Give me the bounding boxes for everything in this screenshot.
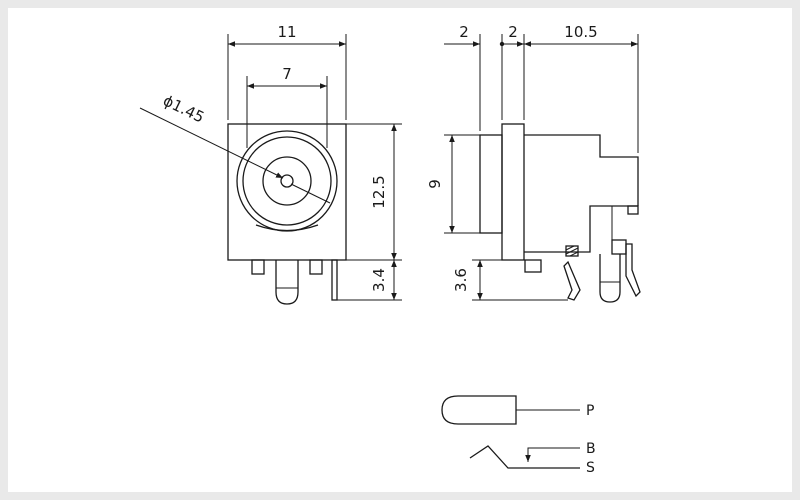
label-p: P — [586, 403, 594, 419]
dim-pin-height-label: 3.4 — [370, 268, 388, 292]
side-pin-right — [625, 243, 641, 298]
lead-s — [469, 445, 580, 469]
plug-symbol — [441, 395, 517, 425]
dim-line-pin-diameter — [139, 107, 284, 179]
label-b: B — [586, 441, 596, 457]
front-body — [227, 123, 347, 261]
dim-width-label: 11 — [277, 23, 296, 41]
dim-mid-label: 2 — [508, 23, 518, 41]
dim-body-height-label: 9 — [426, 179, 444, 189]
sheet — [8, 8, 792, 492]
jack-socket — [262, 156, 312, 206]
front-pin-center — [275, 260, 299, 305]
front-pin-right — [309, 259, 323, 275]
label-s: S — [586, 460, 595, 476]
dim-inner-width-label: 7 — [282, 65, 292, 83]
dim-side-pin-height-label: 3.6 — [452, 268, 470, 292]
jack-inner-ring — [242, 136, 332, 226]
dim-height-label: 12.5 — [370, 175, 388, 208]
schematic-symbol: P B S — [441, 395, 596, 476]
side-pin-center — [599, 254, 621, 303]
front-pin-side — [331, 259, 338, 301]
front-pin-left — [251, 259, 265, 275]
side-pin-left — [563, 260, 581, 301]
side-view: 2 2 10.5 9 3.6 — [426, 23, 641, 303]
side-body — [524, 134, 639, 206]
lead-b — [525, 447, 580, 462]
inner-tab — [255, 224, 319, 232]
dim-left-label: 2 — [459, 23, 469, 41]
side-pin-small — [524, 259, 542, 273]
center-pin — [280, 174, 294, 188]
hatch-box — [565, 245, 579, 257]
dim-right-label: 10.5 — [564, 23, 597, 41]
